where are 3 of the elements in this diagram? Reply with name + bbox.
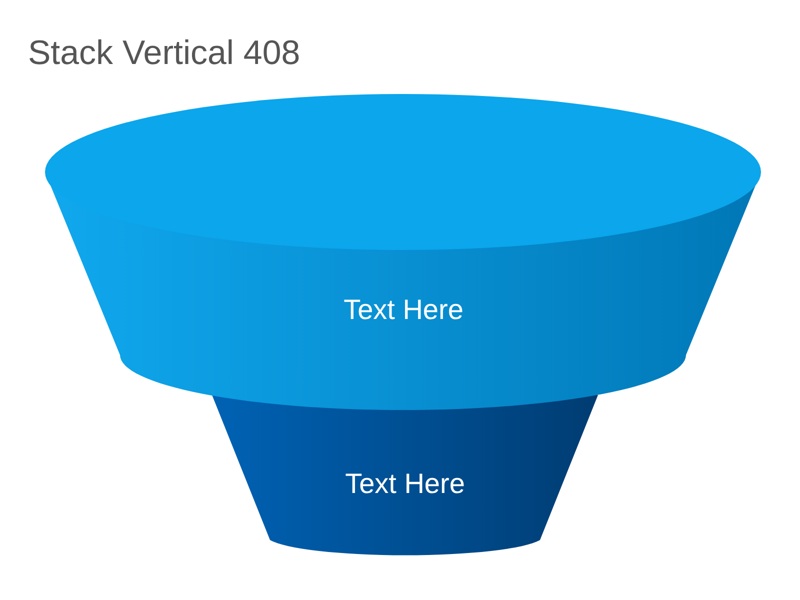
segment-label: Text Here — [342, 294, 464, 326]
title: Stack Vertical 408 — [28, 34, 300, 73]
segment-label: Text Here — [344, 468, 466, 500]
